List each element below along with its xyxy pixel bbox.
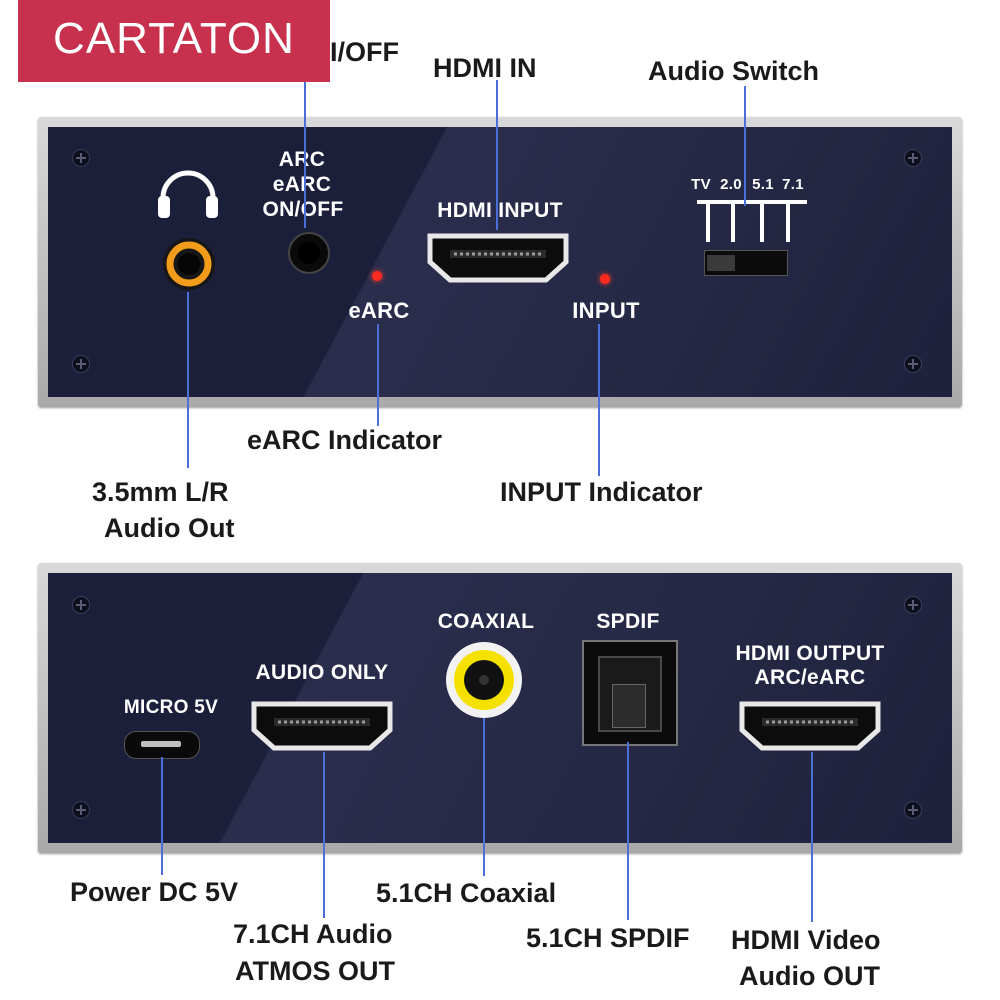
screw-icon [72, 355, 90, 373]
screw-icon [904, 801, 922, 819]
coaxial-label: COAXIAL [437, 610, 535, 633]
on-off-label: ON/OFF [262, 198, 344, 221]
earc-led [372, 271, 382, 281]
callout-hdmi-in: HDMI IN [433, 53, 537, 83]
screw-icon [904, 355, 922, 373]
callout-audio-out-line2: Audio Out [104, 513, 235, 543]
callout-line [496, 80, 498, 230]
hdmi-input-port [427, 233, 569, 283]
callout-line [377, 324, 379, 426]
micro-usb-port [124, 731, 200, 759]
audio-switch-slider [704, 250, 788, 276]
callout-power: Power DC 5V [70, 877, 239, 907]
spdif-label: SPDIF [596, 610, 660, 633]
screw-icon [72, 801, 90, 819]
switch-label-5-1: 5.1 [752, 176, 774, 193]
callout-hdmi-video-line1: HDMI Video [731, 925, 881, 955]
switch-pin [731, 200, 735, 242]
switch-pin [760, 200, 764, 242]
screw-icon [72, 596, 90, 614]
callout-line [811, 752, 813, 922]
micro-5v-label: MICRO 5V [123, 697, 219, 718]
switch-pin [706, 200, 710, 242]
switch-pin [786, 200, 790, 242]
screw-icon [72, 149, 90, 167]
callout-coaxial: 5.1CH Coaxial [376, 878, 557, 908]
callout-spdif: 5.1CH SPDIF [526, 923, 690, 953]
hdmi-output-label-2: ARC/eARC [754, 666, 866, 689]
callout-line [187, 292, 189, 468]
audio-only-label: AUDIO ONLY [255, 661, 389, 684]
callout-line [598, 324, 600, 476]
audio-jack-3-5mm [163, 238, 215, 290]
spdif-optical-port [582, 640, 678, 746]
callout-atmos-line2: ATMOS OUT [235, 956, 395, 986]
coaxial-port [446, 642, 522, 718]
input-led [600, 274, 610, 284]
arc-label: ARC [278, 148, 326, 171]
earc-label: eARC [272, 173, 332, 196]
callout-audio-switch: Audio Switch [648, 56, 819, 86]
callout-line [483, 718, 485, 876]
headphone-icon [158, 170, 218, 218]
callout-input-indicator: INPUT Indicator [500, 477, 703, 507]
hdmi-input-label: HDMI INPUT [437, 199, 563, 222]
earc-panel-label: eARC [348, 298, 410, 323]
screw-icon [904, 149, 922, 167]
switch-bar [697, 200, 807, 204]
switch-label-2-0: 2.0 [720, 176, 742, 193]
callout-line [627, 742, 629, 920]
callout-line [744, 86, 746, 206]
switch-label-7-1: 7.1 [782, 176, 804, 193]
hdmi-audio-only-port [251, 701, 393, 751]
arc-earc-switch-button [288, 232, 330, 274]
screw-icon [904, 596, 922, 614]
callout-line [304, 80, 306, 228]
callout-earc-indicator: eARC Indicator [247, 425, 443, 455]
callout-audio-out-line1: 3.5mm L/R [92, 477, 229, 507]
callout-atmos-line1: 7.1CH Audio [233, 919, 393, 949]
brand-logo-text: CARTATON [53, 14, 295, 63]
hdmi-output-label-1: HDMI OUTPUT [735, 642, 885, 665]
callout-line [161, 757, 163, 875]
switch-label-tv: TV [691, 176, 711, 193]
callout-hdmi-video-line2: Audio OUT [739, 961, 880, 991]
callout-line [323, 752, 325, 918]
hdmi-output-port [739, 701, 881, 751]
callout-arc-switch: I/OFF [330, 37, 399, 67]
input-panel-label: INPUT [572, 298, 640, 323]
brand-logo: CARTATON [18, 0, 330, 82]
